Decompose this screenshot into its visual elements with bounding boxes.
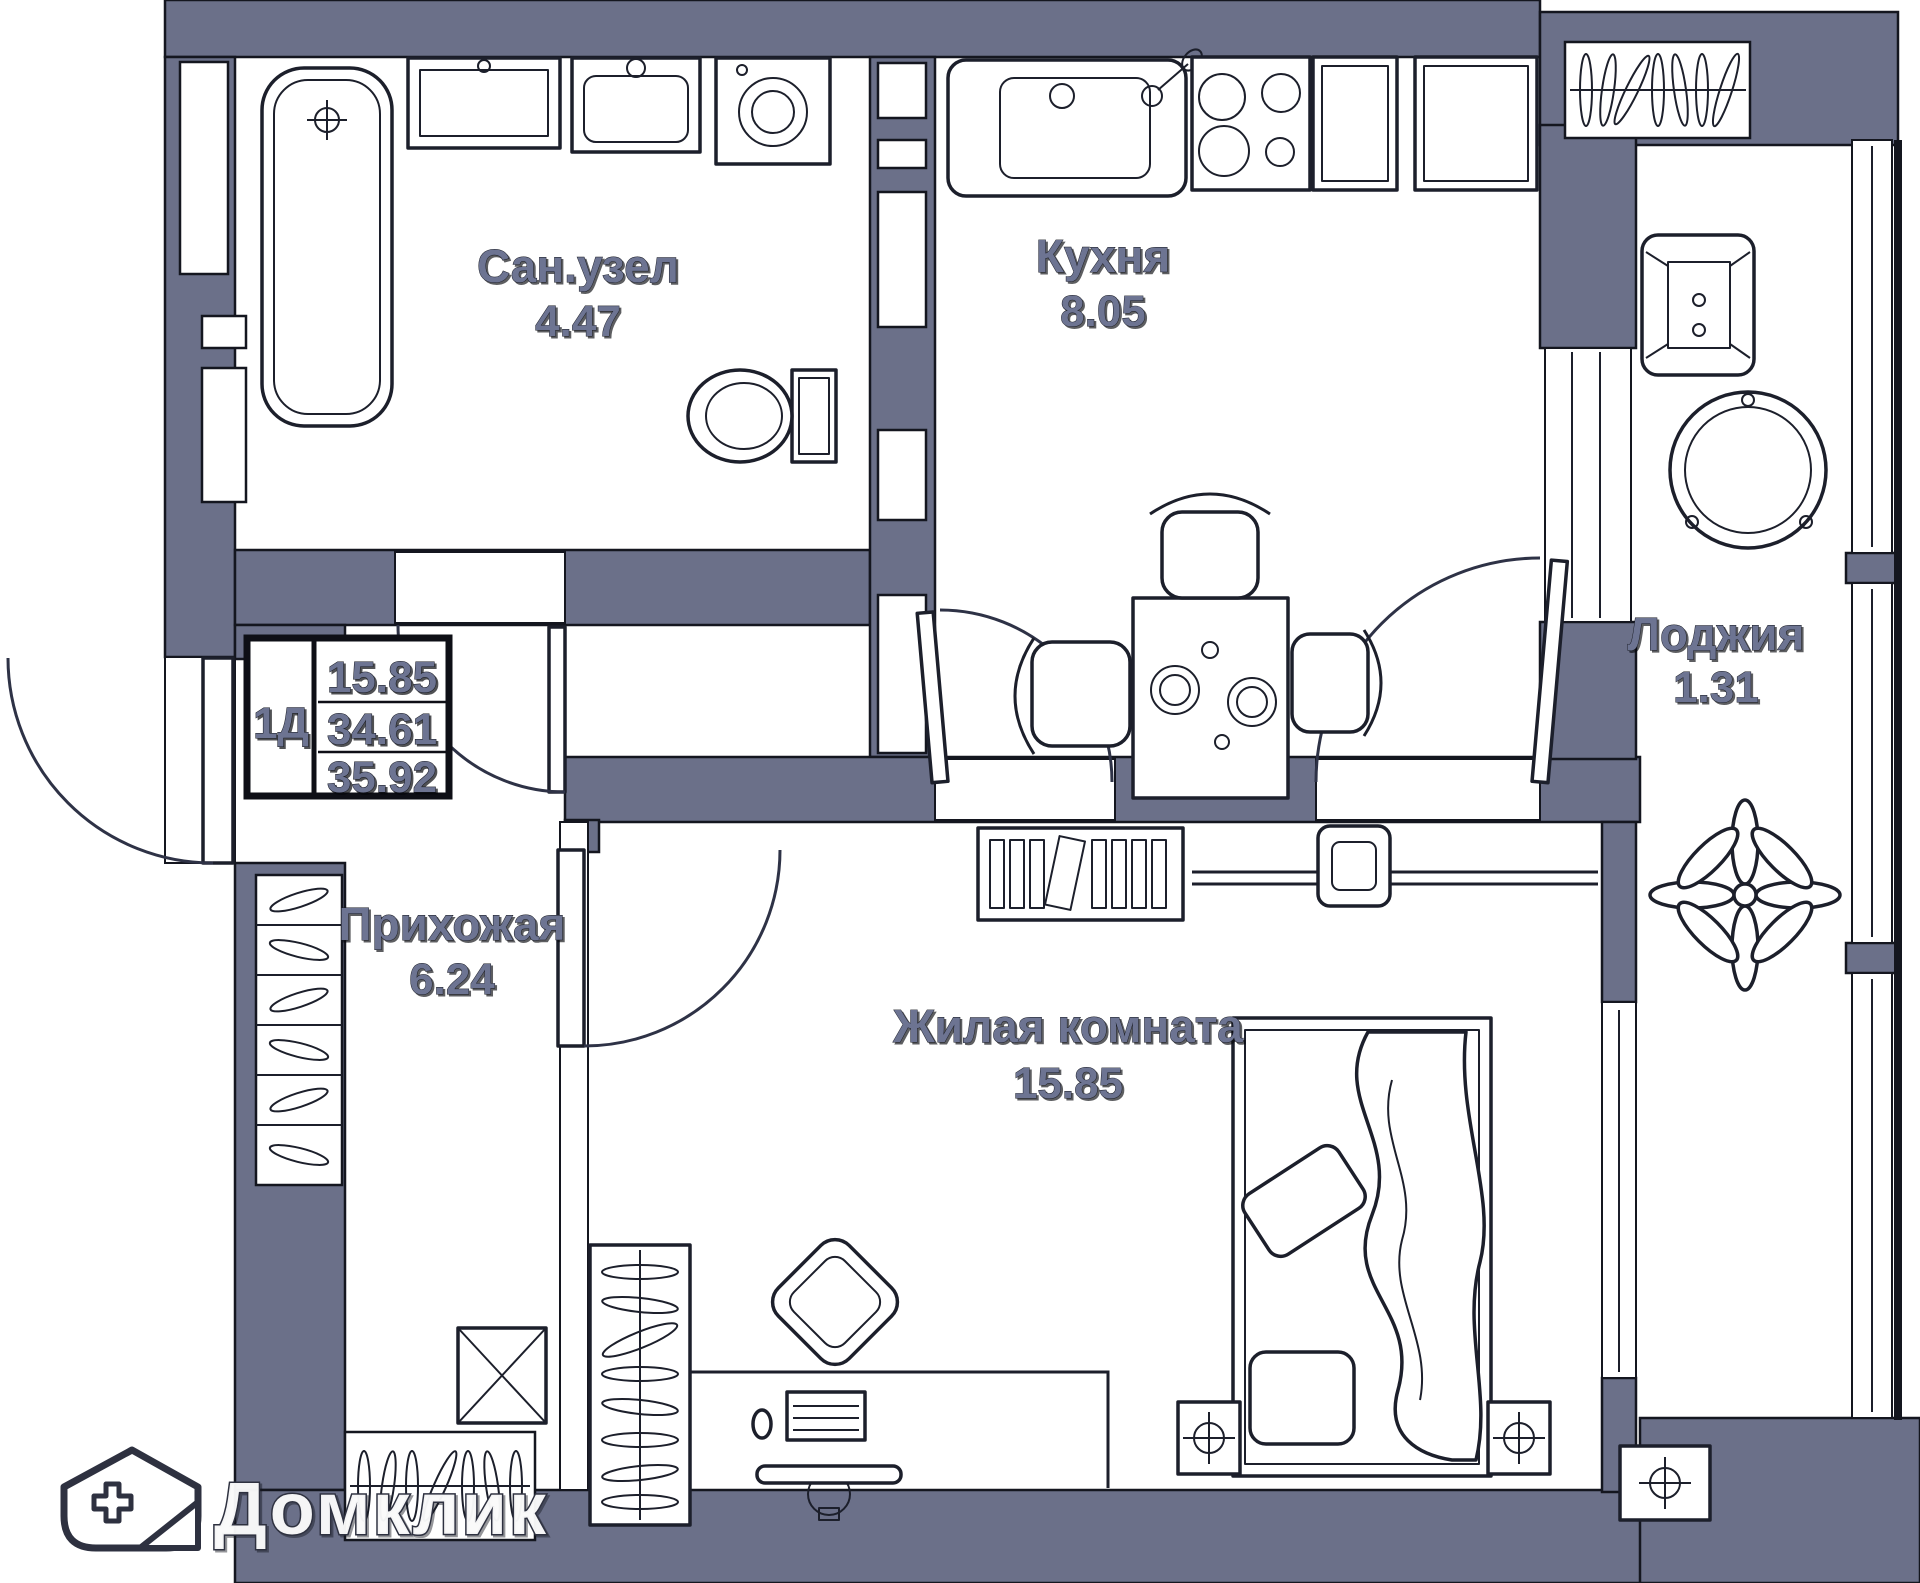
stamp-total-area: 35.92 bbox=[327, 753, 437, 802]
hallway: Прихожая 6.24 bbox=[254, 873, 566, 1542]
loggia: Лоджия 1.31 bbox=[1563, 40, 1842, 1522]
ceiling-light-left bbox=[1176, 1400, 1242, 1476]
kitchen-label: Кухня bbox=[1036, 230, 1170, 282]
plant bbox=[1648, 798, 1842, 992]
chair-right bbox=[1290, 629, 1383, 737]
living-label: Жилая комната bbox=[892, 1000, 1243, 1052]
x-cabinet bbox=[456, 1326, 548, 1425]
stamp-area-no-balcony: 34.61 bbox=[327, 705, 437, 754]
brand-logo-text: Домклик bbox=[214, 1467, 548, 1550]
living-room: Жилая комната 15.85 bbox=[588, 824, 1598, 1527]
bed bbox=[1231, 1016, 1493, 1478]
ceiling-light-loggia bbox=[1618, 1444, 1712, 1522]
kitchen-area: 8.05 bbox=[1060, 287, 1146, 336]
entrance-door bbox=[6, 656, 236, 865]
dining-table bbox=[1131, 596, 1290, 800]
loggia-window-band bbox=[1851, 139, 1893, 1419]
living-area: 15.85 bbox=[1013, 1059, 1123, 1108]
hallway-wardrobe bbox=[343, 1430, 537, 1542]
desk-chair bbox=[770, 1237, 900, 1367]
fridge bbox=[1413, 55, 1539, 192]
vanity-cabinet bbox=[406, 56, 562, 150]
bathroom-door bbox=[394, 551, 567, 794]
bathroom: Сан.узел 4.47 bbox=[260, 56, 838, 464]
shoe-cabinet bbox=[254, 873, 344, 1187]
bathroom-area: 4.47 bbox=[535, 297, 621, 346]
brand-logo-icon bbox=[60, 1446, 202, 1552]
desk bbox=[673, 1370, 1110, 1521]
loggia-label: Лоджия bbox=[1628, 608, 1805, 660]
hallway-label: Прихожая bbox=[339, 898, 566, 950]
loggia-closet-hangers bbox=[1563, 40, 1752, 140]
living-room-door bbox=[556, 848, 782, 1048]
loggia-area: 1.31 bbox=[1673, 663, 1759, 712]
toilet bbox=[686, 368, 838, 464]
watermark: Домклик bbox=[60, 1446, 548, 1552]
chair-top bbox=[1149, 492, 1271, 600]
washing-machine bbox=[714, 56, 832, 166]
washbasin bbox=[570, 56, 702, 154]
shelving-unit bbox=[976, 826, 1185, 922]
kitchen-door-right bbox=[1314, 556, 1570, 821]
stamp-unit: 1Д bbox=[253, 699, 309, 748]
loggia-round-table bbox=[1668, 390, 1828, 550]
kitchen-sink bbox=[946, 48, 1203, 198]
doors bbox=[6, 551, 1570, 1048]
bathtub bbox=[260, 66, 394, 428]
area-stamp: 1Д 15.85 34.61 35.92 bbox=[243, 634, 453, 803]
stove bbox=[1190, 55, 1312, 192]
ceiling-light-right bbox=[1486, 1400, 1552, 1476]
monitor bbox=[755, 1464, 903, 1521]
stamp-living-area: 15.85 bbox=[327, 653, 437, 702]
tv-stand bbox=[1192, 824, 1598, 908]
kitchen: Кухня 8.05 bbox=[946, 48, 1539, 800]
chair-left bbox=[1013, 637, 1132, 755]
bathroom-label: Сан.узел bbox=[477, 240, 679, 292]
hallway-area: 6.24 bbox=[409, 955, 495, 1004]
living-wardrobe bbox=[588, 1243, 692, 1527]
loggia-armchair bbox=[1640, 233, 1756, 377]
kitchen-counter bbox=[1311, 55, 1399, 192]
